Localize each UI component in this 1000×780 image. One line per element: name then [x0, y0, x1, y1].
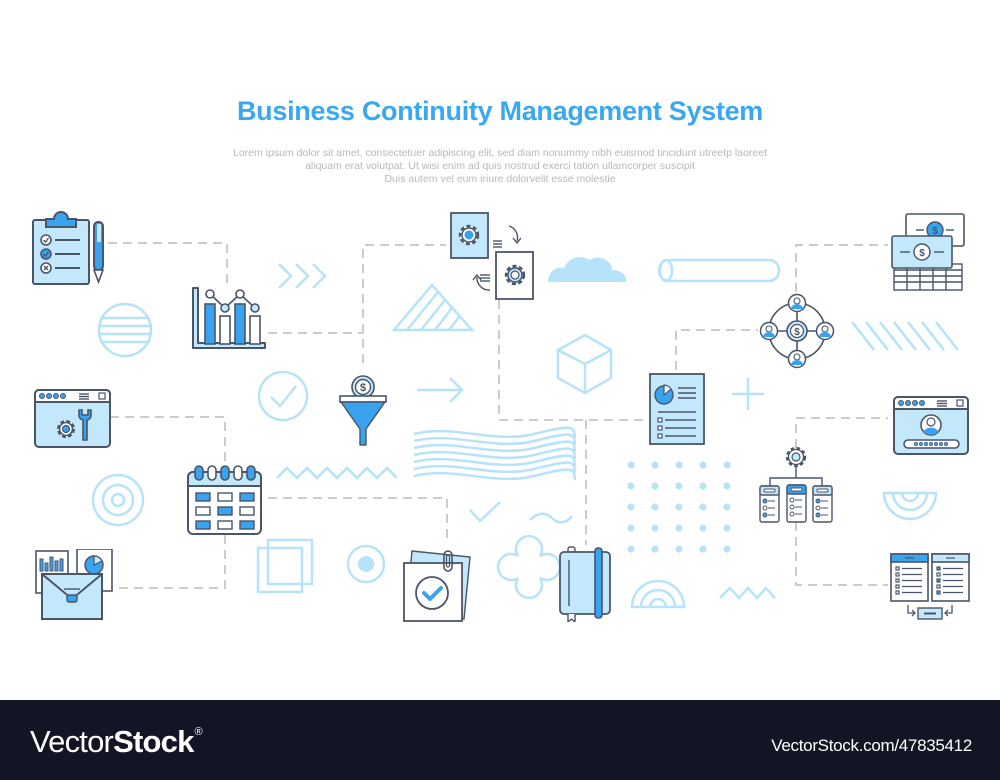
dashed-connectors: [108, 242, 888, 589]
svg-text:$: $: [360, 382, 366, 394]
brand-light: Vector: [30, 724, 114, 759]
brand-bold: Stock: [113, 724, 194, 759]
notebook-icon: [559, 546, 611, 622]
server-hierarchy-icon: [759, 446, 833, 523]
page-title: Business Continuity Management System: [236, 96, 763, 126]
browser-user-login-icon: [893, 396, 969, 455]
report-envelope-icon: [35, 549, 113, 620]
registered-mark: ®: [194, 726, 203, 738]
subtitle-paragraph: Lorem ipsum dolor sit amet, consectetuer…: [150, 147, 850, 186]
svg-text:$: $: [794, 327, 800, 338]
money-bills-icon: $ $: [891, 213, 965, 291]
subtitle-line-1: Lorem ipsum dolor sit amet, consectetuer…: [232, 147, 768, 159]
svg-text:$: $: [932, 226, 938, 237]
decorative-shapes: [91, 258, 959, 609]
decorative-fills: [358, 257, 731, 572]
money-network-icon: $: [759, 293, 835, 369]
dot-grid: [627, 461, 731, 553]
footer-url-link[interactable]: VectorStock.com/47835412: [771, 736, 972, 755]
network-user-nodes: [759, 293, 835, 369]
footer-bar: VectorStock® VectorStock.com/47835412: [0, 700, 1000, 780]
money-funnel-icon: $: [339, 375, 387, 446]
documents-compare-icon: [890, 553, 970, 620]
diagram-canvas: [91, 242, 959, 609]
approved-notes-icon: [403, 550, 471, 622]
svg-text:$: $: [919, 248, 925, 259]
subtitle-line-3: Duis autem vel eum iriure dolorvelit ess…: [384, 173, 616, 185]
browser-settings-wrench-icon: [34, 389, 111, 448]
vectorstock-logo[interactable]: VectorStock®: [30, 724, 203, 760]
bar-line-chart-icon: [192, 287, 266, 349]
calendar-icon: [187, 465, 262, 535]
clipboard-checklist-icon: [32, 211, 105, 285]
pie-chart-report-icon: [649, 373, 705, 445]
subtitle-line-2: aliquam erat volutpat. Ut wisi enim ad q…: [305, 160, 695, 172]
gear-documents-exchange-icon: [450, 212, 534, 300]
